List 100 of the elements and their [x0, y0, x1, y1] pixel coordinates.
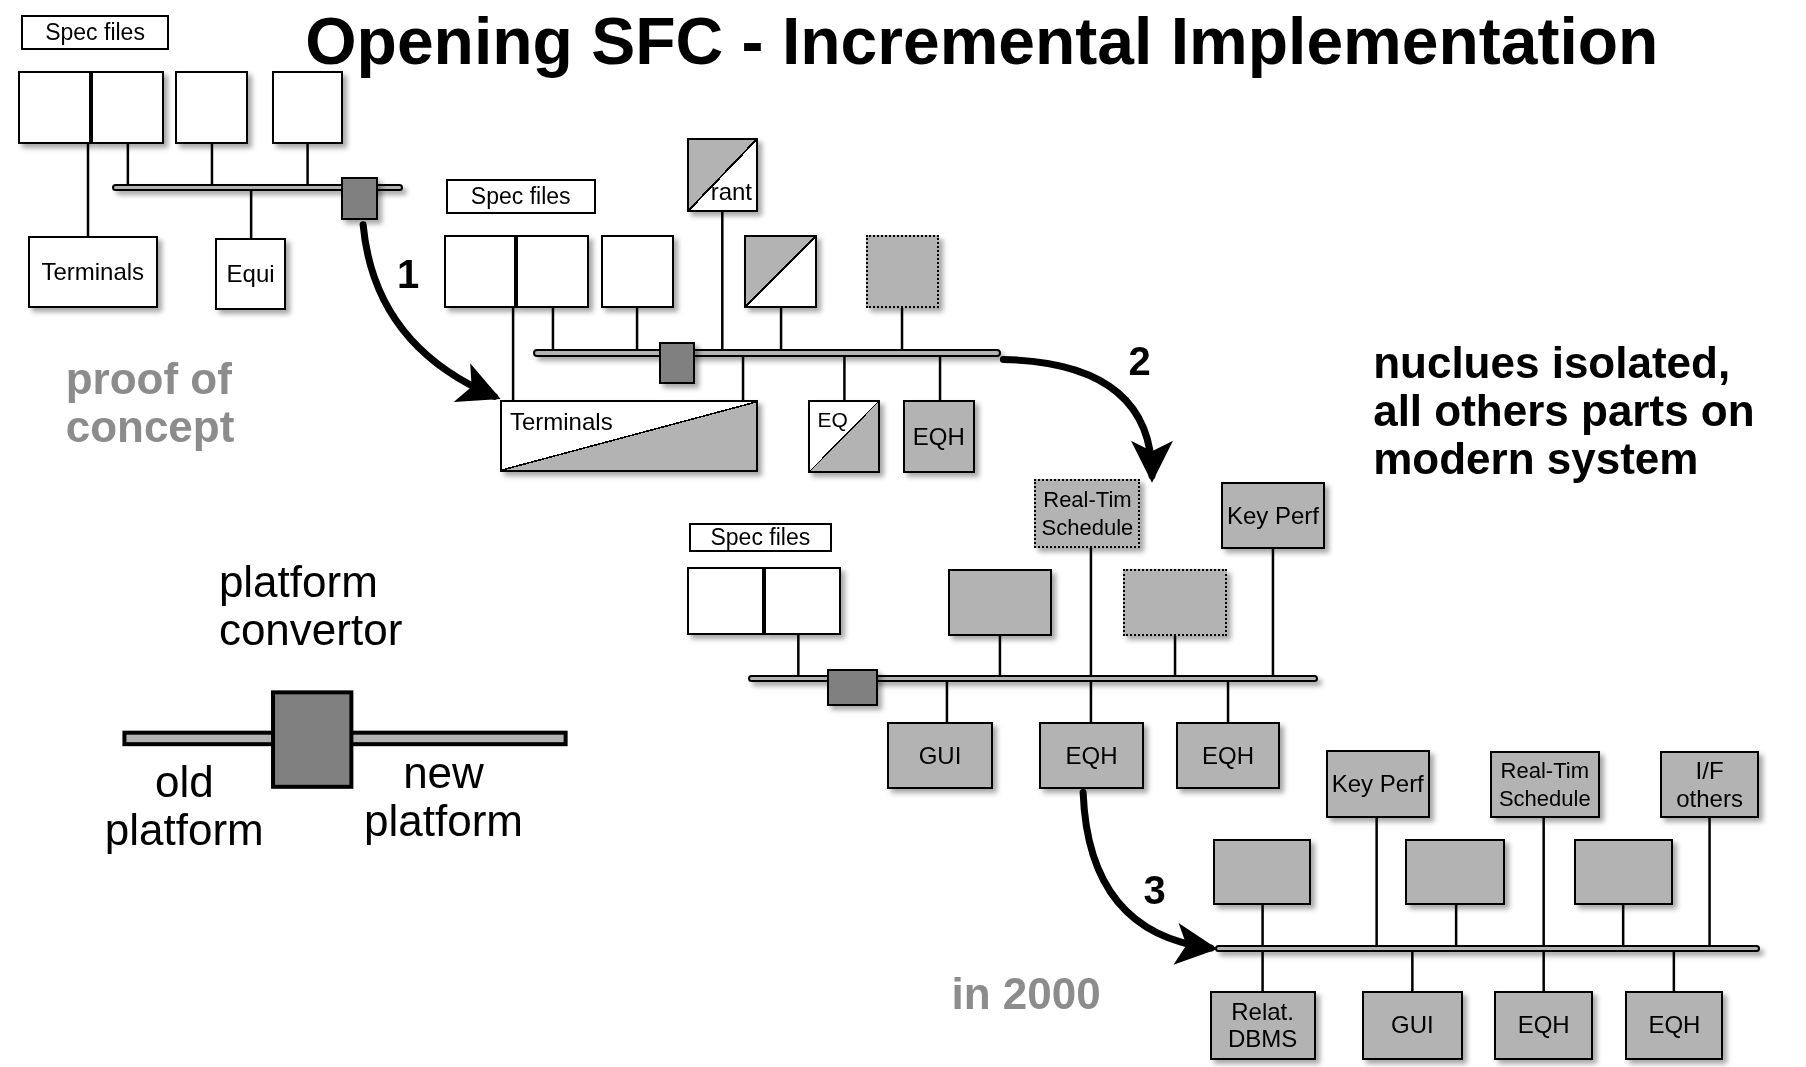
- connector-line: [1454, 904, 1458, 946]
- connector-line: [797, 633, 800, 677]
- connector-line: [1375, 816, 1378, 946]
- component-box: [215, 238, 286, 310]
- component-name: EQH: [912, 422, 965, 451]
- connector-line: [551, 306, 555, 351]
- note-text: nuclues isolated, all others parts on modern system: [1373, 338, 1756, 484]
- component-name: Spec files: [710, 524, 811, 551]
- component-box: [807, 399, 881, 474]
- caption-box: [20, 14, 170, 50]
- component-name: EQH: [1648, 1011, 1701, 1040]
- component-box: [1176, 722, 1280, 790]
- component-name: Real-Tim Schedule: [1040, 486, 1135, 542]
- component-box: [763, 566, 841, 635]
- component-box: [1325, 749, 1430, 818]
- component-name: GUI: [1391, 1011, 1434, 1040]
- connector-line: [1621, 904, 1625, 946]
- converter-box: [341, 177, 378, 220]
- connector-line: [1708, 816, 1711, 946]
- component-box: [91, 71, 164, 144]
- curved-arrow: [1079, 789, 1218, 963]
- component-box: [686, 138, 758, 212]
- component-box: [903, 399, 975, 474]
- component-box: [1494, 990, 1594, 1060]
- connector-line: [998, 634, 1002, 677]
- stage-note: in 2000: [951, 969, 1102, 1019]
- connector-line: [779, 306, 783, 351]
- connector-line: [1542, 816, 1545, 946]
- connector-line: [210, 142, 214, 186]
- curved-arrow: [359, 221, 501, 401]
- connector-line: [1411, 950, 1414, 992]
- component-box: [887, 722, 993, 790]
- connector-line: [1261, 950, 1264, 992]
- bus-bar: [747, 675, 1318, 682]
- component-name: Real-Tim Schedule: [1497, 757, 1592, 812]
- component-name: Spec files: [470, 183, 571, 210]
- connector-line: [1271, 548, 1275, 677]
- connector-line: [306, 142, 309, 186]
- connector-line: [1672, 950, 1676, 992]
- caption-box: [445, 178, 596, 215]
- component-name: Spec files: [45, 19, 145, 46]
- component-box: [866, 235, 939, 308]
- component-box: [948, 569, 1052, 636]
- component-box: [1213, 838, 1311, 906]
- component-box: [1209, 990, 1316, 1060]
- component-box: [1489, 751, 1601, 818]
- component-name: Terminals: [41, 258, 145, 286]
- connector-line: [843, 355, 846, 401]
- component-name: GUI: [918, 741, 962, 770]
- component-box: [686, 566, 764, 635]
- converter-box: [827, 669, 878, 707]
- component-box: [744, 235, 817, 308]
- component-box: [516, 235, 589, 308]
- connector-line: [249, 190, 253, 240]
- connector-line: [1542, 950, 1545, 992]
- connector-line: [511, 306, 515, 401]
- connector-line: [126, 142, 130, 186]
- connector-line: [938, 355, 942, 401]
- drawing-caption: new platform: [363, 748, 524, 846]
- component-box: [1573, 838, 1673, 906]
- caption-box: [688, 523, 832, 552]
- connector-line: [1226, 680, 1230, 724]
- component-box: [27, 236, 158, 308]
- connector-line: [1089, 547, 1093, 677]
- connector-line: [741, 355, 745, 401]
- component-box: [1625, 990, 1724, 1060]
- component-box: [1123, 569, 1227, 636]
- component-name: I/F others: [1675, 756, 1744, 813]
- component-box: [1039, 722, 1144, 790]
- connector-line: [1261, 904, 1264, 946]
- converter-box: [658, 342, 695, 384]
- component-box: [499, 399, 758, 473]
- component-name: Key Perf: [1226, 501, 1319, 530]
- connector-line: [945, 680, 949, 724]
- component-box: [1221, 481, 1325, 550]
- title: Opening SFC - Incremental Implementation: [305, 3, 1659, 81]
- component-name: Relat. DBMS: [1226, 997, 1299, 1053]
- component-box: [1660, 751, 1760, 818]
- component-name: Terminals: [509, 407, 613, 436]
- connector-line: [900, 306, 904, 351]
- component-box: [175, 71, 248, 144]
- connector-line: [635, 306, 639, 351]
- component-name: Equi: [226, 260, 275, 288]
- component-box: [1405, 838, 1505, 906]
- connector-line: [1089, 680, 1093, 724]
- component-name: rant: [710, 178, 752, 206]
- connector-line: [1173, 634, 1177, 677]
- component-box: [443, 235, 517, 308]
- component-box: [18, 71, 91, 144]
- connector-line: [721, 210, 724, 351]
- component-box: [1034, 479, 1141, 549]
- connector-line: [86, 142, 90, 238]
- drawing-caption: platform convertor: [218, 557, 404, 655]
- component-name: EQH: [1517, 1011, 1570, 1040]
- curved-arrow: [999, 355, 1171, 483]
- component-box: [1361, 990, 1464, 1060]
- component-name: EQH: [1065, 741, 1118, 770]
- drawing-caption: old platform: [103, 758, 265, 855]
- component-box: [601, 235, 674, 308]
- bus-bar: [1215, 944, 1761, 952]
